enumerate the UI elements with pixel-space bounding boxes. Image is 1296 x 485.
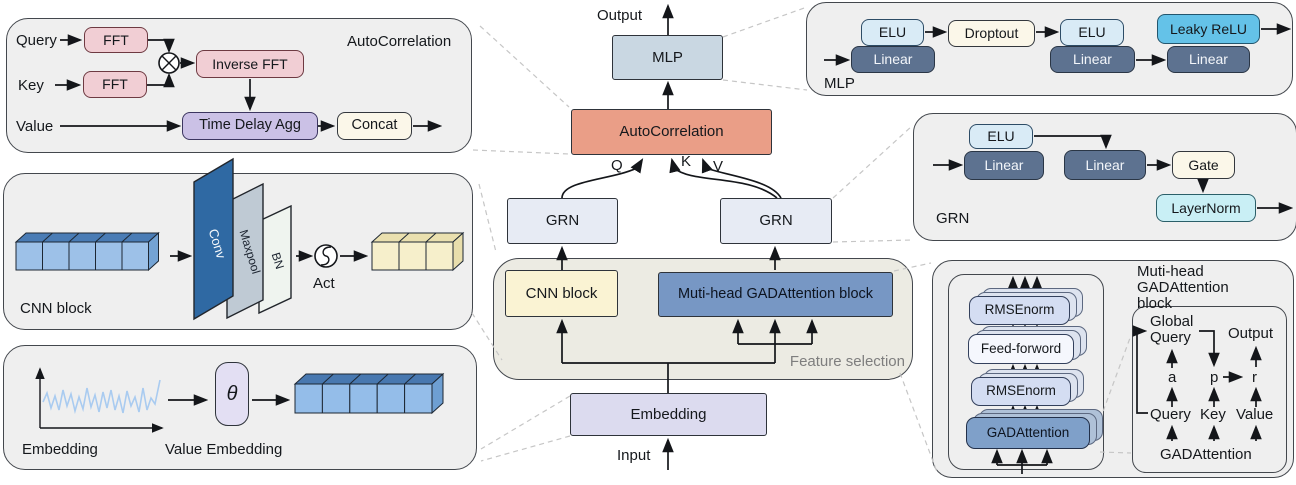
gad-key-label: Key <box>1200 406 1226 423</box>
mlp-dropout-box: Droptout <box>948 20 1035 47</box>
fft-key-box: FFT <box>83 71 147 98</box>
gad-a-label: a <box>1168 369 1177 386</box>
cnn-block-box: CNN block <box>505 270 618 317</box>
conv-plane: Conv <box>193 157 234 321</box>
grn-panel-label: GRN <box>936 210 970 227</box>
global-query-label: Global Query <box>1150 313 1194 346</box>
mlp-elu1-box: ELU <box>861 19 924 46</box>
fft-query-box: FFT <box>84 27 148 53</box>
output-label: Output <box>597 7 643 24</box>
grn-left-box: GRN <box>507 198 618 244</box>
mlp-linear3-box: Linear <box>1167 46 1250 73</box>
embedding-cubes <box>293 372 445 415</box>
grn-linear1-box: Linear <box>964 151 1044 180</box>
grn-layernorm-box: LayerNorm <box>1156 194 1256 222</box>
mlp-linear2-box: Linear <box>1050 46 1135 73</box>
mlp-linear1-box: Linear <box>851 46 935 73</box>
autocorr-value-label: Value <box>16 118 54 135</box>
concat-box: Concat <box>337 112 412 140</box>
value-embedding-label: Value Embedding <box>165 441 283 458</box>
cnn-panel-label: CNN block <box>20 300 92 317</box>
waveform <box>42 379 161 415</box>
cnn-panel-shapes: BN Maxpool Conv <box>14 157 465 321</box>
embedding-panel-label: Embedding <box>22 441 98 458</box>
grn-gate-box: Gate <box>1172 151 1235 179</box>
rmsenorm-top-box: RMSEnorm <box>969 296 1070 325</box>
act-icon <box>314 244 338 268</box>
gadattention-stack-box: GADAttention <box>966 417 1090 449</box>
rmsenorm-bottom-box: RMSEnorm <box>971 377 1071 406</box>
grn-right-box: GRN <box>720 198 832 244</box>
feature-selection-label: Feature selection <box>789 353 905 370</box>
embedding-panel-shapes <box>35 367 445 433</box>
bn-plane: BN <box>258 204 292 315</box>
grn-elu-box: ELU <box>969 124 1033 149</box>
inverse-fft-box: Inverse FFT <box>196 50 304 78</box>
input-label: Input <box>617 447 651 464</box>
maxpool-plane: Maxpool <box>226 182 264 320</box>
gad-p-label: p <box>1210 369 1219 386</box>
q-label: Q <box>611 157 623 174</box>
signal-axes <box>35 367 164 433</box>
feed-forward-box: Feed-forword <box>968 334 1074 364</box>
gadattention-caption: GADAttention <box>1160 446 1252 463</box>
mlp-panel-label: MLP <box>824 75 855 92</box>
grn-linear2-box: Linear <box>1064 150 1146 180</box>
mlp-panel-wires <box>824 23 1292 66</box>
act-label: Act <box>313 275 335 292</box>
gad-query-label: Query <box>1150 406 1191 423</box>
gad-r-label: r <box>1252 369 1257 386</box>
v-label: V <box>713 158 724 175</box>
autocorr-query-label: Query <box>16 32 57 49</box>
multiply-icon <box>158 52 180 74</box>
bn-label: BN <box>269 251 287 271</box>
gad-panel-title: Muti-head GADAttention block <box>1137 263 1229 312</box>
time-delay-agg-box: Time Delay Agg <box>182 112 318 140</box>
mlp-leaky-relu-box: Leaky ReLU <box>1157 14 1260 44</box>
autocorr-key-label: Key <box>18 77 44 94</box>
mlp-elu2-box: ELU <box>1060 19 1124 46</box>
autocorrelation-panel-wires <box>55 34 443 132</box>
theta-box: θ <box>215 362 249 426</box>
main-flow-wires <box>556 3 818 470</box>
grn-panel-wires <box>933 134 1294 214</box>
gad-output-label: Output <box>1228 325 1274 342</box>
dashed-connectors <box>471 6 1132 473</box>
gad-block-box: Muti-head GADAttention block <box>658 272 893 317</box>
embedding-box: Embedding <box>570 393 767 436</box>
gad-value-label: Value <box>1236 406 1274 423</box>
autocorr-panel-title: AutoCorrelation <box>347 33 452 50</box>
autocorrelation-box: AutoCorrelation <box>571 109 772 155</box>
mlp-box: MLP <box>612 35 723 80</box>
k-label: K <box>681 153 692 170</box>
cnn-output-cubes <box>370 231 465 272</box>
cnn-input-cubes <box>14 231 160 272</box>
